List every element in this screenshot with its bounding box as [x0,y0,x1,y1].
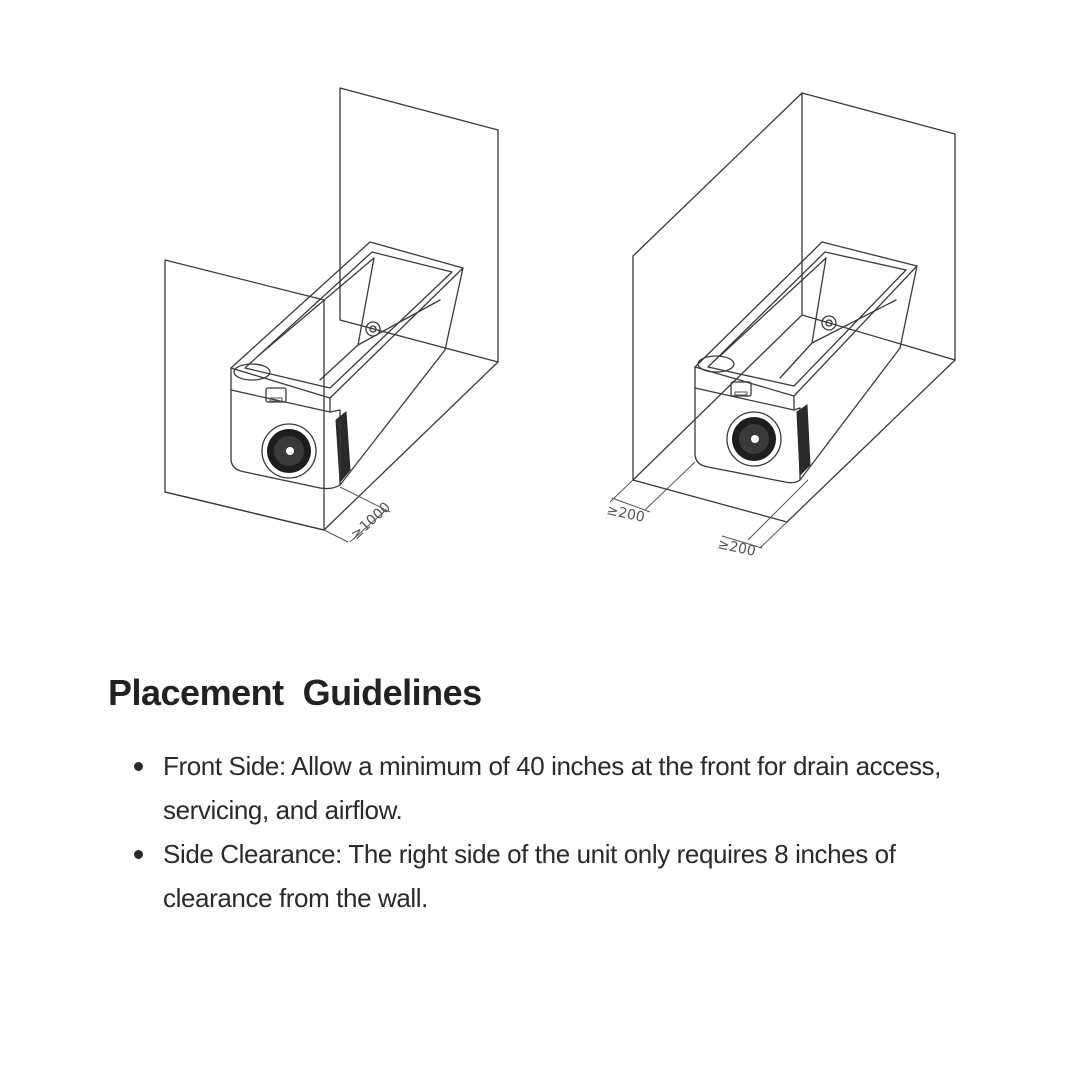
bullet-icon [134,850,143,859]
guidelines-title: Placement Guidelines [108,672,482,713]
wall-icon [632,92,956,523]
guideline-front-side: Front Side: Allow a minimum of 40 inches… [163,751,941,825]
guideline-side-clearance: Side Clearance: The right side of the un… [163,839,896,913]
right-dimension-side: ≥200 [716,479,809,560]
placement-guidelines: Placement Guidelines Front Side: Allow a… [108,672,988,920]
right-dimension-front-label: ≥200 [605,502,646,526]
right-dimension-side-label: ≥200 [716,536,757,560]
left-unit: ≥1000 [164,87,499,543]
list-item: Side Clearance: The right side of the un… [134,832,988,920]
guidelines-list: Front Side: Allow a minimum of 40 inches… [108,744,988,920]
bathtub-icon [694,241,918,484]
placement-diagram: ≥1000 [164,87,956,560]
list-item: Front Side: Allow a minimum of 40 inches… [134,744,988,832]
bathtub-icon [230,241,464,490]
diagram-canvas: ≥1000 [164,87,956,560]
left-dimension-label: ≥1000 [348,499,394,543]
right-unit: ≥200 ≥200 [605,92,956,560]
wall-icon [164,87,499,531]
right-dimension-front: ≥200 [605,461,696,526]
bullet-icon [134,762,143,771]
